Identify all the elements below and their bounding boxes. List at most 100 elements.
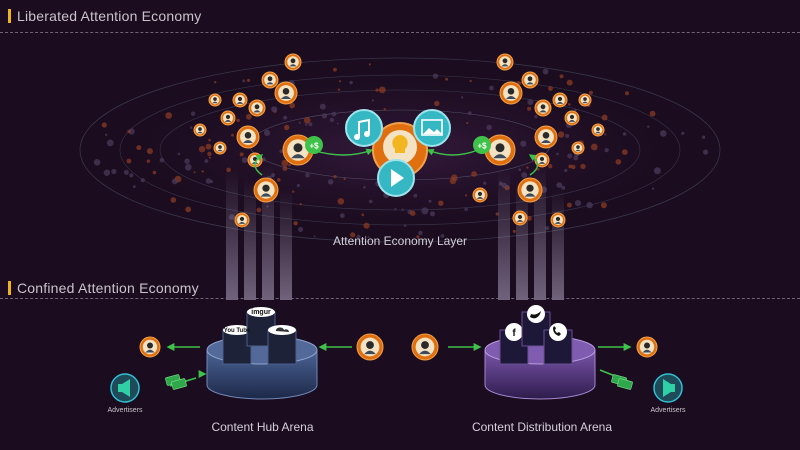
lightbulb-icon [392, 135, 408, 153]
network-node [184, 158, 190, 164]
user-avatar [193, 123, 207, 137]
advertisers-left-label: Advertisers [107, 407, 143, 414]
network-node [413, 193, 418, 198]
network-node [205, 178, 211, 184]
money-tag-right: +$ [473, 136, 491, 154]
network-node [571, 164, 576, 170]
network-node [331, 111, 337, 117]
network-node [292, 190, 295, 193]
network-node [466, 121, 469, 125]
network-node [556, 182, 563, 189]
network-node [568, 103, 571, 106]
network-node [556, 152, 559, 156]
network-node [93, 159, 101, 166]
network-node [483, 181, 487, 185]
network-node [574, 108, 577, 112]
network-node [321, 113, 328, 119]
network-node [236, 118, 240, 123]
network-node [361, 213, 365, 217]
network-node [146, 148, 153, 155]
network-node [363, 222, 370, 229]
hub-cylinders [222, 307, 297, 365]
network-node [565, 133, 570, 139]
dist-creator-avatar [411, 333, 439, 361]
network-node [337, 198, 345, 205]
network-node [177, 152, 181, 156]
network-node [421, 207, 429, 215]
network-node [545, 226, 550, 231]
network-nodes [93, 63, 709, 239]
cash-icons [165, 374, 633, 390]
network-node [580, 163, 586, 170]
user-avatar [564, 110, 580, 126]
network-node [363, 186, 366, 189]
network-node [401, 208, 404, 211]
confined-section-title: Confined Attention Economy [8, 280, 199, 296]
content-distribution-label: Content Distribution Arena [471, 420, 613, 434]
network-node [207, 151, 212, 157]
user-avatar [236, 125, 260, 149]
network-node [651, 187, 655, 190]
beam [226, 170, 238, 300]
network-node [159, 157, 165, 163]
network-node [564, 168, 568, 173]
megaphone-icon [118, 379, 130, 397]
network-node [350, 232, 356, 238]
video-node [377, 159, 415, 197]
user-avatar [534, 125, 558, 149]
network-node [486, 124, 492, 131]
network-node [568, 164, 573, 169]
advertiser-left [110, 373, 140, 403]
network-node [319, 103, 326, 110]
network-node [204, 159, 209, 163]
user-avatar [261, 71, 279, 89]
money-tag-right-text: +$ [477, 142, 487, 151]
network-node [368, 63, 371, 66]
network-node [471, 171, 477, 177]
network-node [461, 96, 464, 99]
network-node [198, 146, 206, 153]
network-node [432, 73, 439, 79]
network-node [703, 149, 709, 155]
network-node [277, 178, 281, 182]
hub-user-avatar [139, 336, 161, 358]
music-note-icon [358, 118, 370, 136]
upward-beams [226, 165, 564, 300]
network-node [189, 126, 193, 129]
network-node [104, 133, 108, 136]
network-node [600, 202, 607, 209]
network-node [271, 106, 278, 113]
advertiser-right [653, 373, 683, 403]
network-node [625, 91, 629, 96]
soundcloud-icon [275, 327, 289, 332]
network-node [349, 80, 353, 85]
network-node [566, 79, 573, 86]
network-node [548, 164, 553, 169]
network-node [336, 122, 339, 125]
network-node [205, 143, 212, 150]
network-node [129, 173, 134, 178]
network-node [451, 174, 458, 181]
user-avatar [208, 93, 222, 107]
network-node [573, 155, 579, 161]
network-node [383, 108, 387, 111]
network-node [246, 78, 251, 82]
network-node [527, 99, 534, 106]
network-node [604, 133, 607, 136]
user-avatar [284, 53, 302, 71]
user-avatar [534, 99, 552, 117]
liberated-title-text: Liberated Attention Economy [17, 8, 202, 24]
network-node [208, 156, 211, 159]
network-node [152, 170, 157, 175]
network-node [601, 114, 608, 121]
user-avatar [496, 53, 514, 71]
network-node [256, 207, 262, 213]
network-node [209, 179, 213, 184]
user-avatar [234, 212, 250, 228]
network-node [239, 152, 244, 157]
network-node [416, 235, 420, 239]
network-node [208, 138, 211, 142]
network-node [170, 197, 177, 203]
